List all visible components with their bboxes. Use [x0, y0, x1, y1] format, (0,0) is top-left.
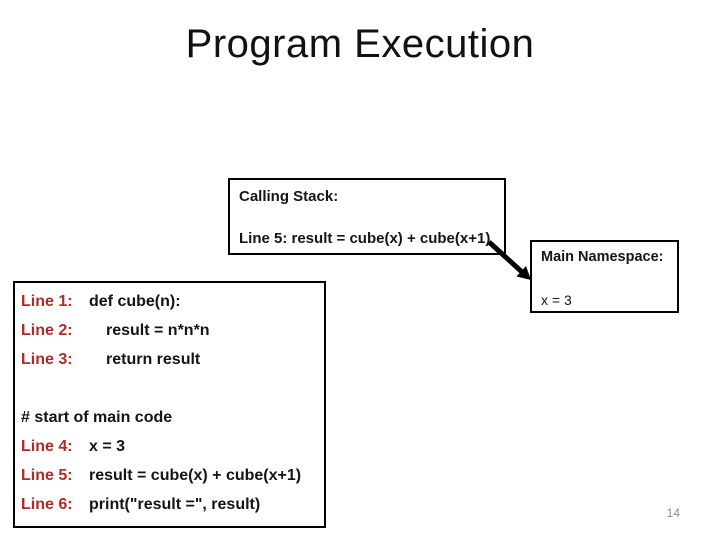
main-namespace-title: Main Namespace:: [541, 249, 664, 265]
line-label: Line 2:: [21, 322, 73, 339]
code-text: def cube(n):: [89, 293, 181, 310]
code-text: print("result =", result): [89, 496, 261, 513]
code-text: x = 3: [89, 438, 126, 455]
code-text: result = n*n*n: [106, 322, 210, 339]
namespace-entry: x = 3: [541, 292, 572, 308]
code-row-comment: # start of main code: [21, 403, 320, 432]
main-namespace-panel: Main Namespace: x = 3: [530, 240, 679, 313]
line-label: Line 4:: [21, 438, 73, 455]
code-row-line5: Line 5: result = cube(x) + cube(x+1): [21, 461, 320, 490]
calling-stack-panel: Calling Stack: Line 5: result = cube(x) …: [228, 178, 506, 255]
line-label: Line 6:: [21, 496, 73, 513]
code-panel: Line 1: def cube(n): Line 2: result = n*…: [13, 281, 326, 528]
calling-stack-entry: Line 5: result = cube(x) + cube(x+1): [239, 230, 491, 247]
code-text: result = cube(x) + cube(x+1): [89, 467, 302, 484]
code-text: return result: [106, 351, 201, 368]
line-label: Line 1:: [21, 293, 73, 310]
arrow-icon: [487, 240, 531, 280]
code-row-line1: Line 1: def cube(n):: [21, 287, 320, 316]
page-number: 14: [666, 506, 680, 520]
code-row-line2: Line 2: result = n*n*n: [21, 316, 320, 345]
calling-stack-title: Calling Stack:: [239, 188, 339, 205]
comment-text: # start of main code: [21, 409, 173, 426]
code-row-blank: [21, 374, 320, 403]
line-label: Line 5:: [21, 467, 73, 484]
code-row-line4: Line 4: x = 3: [21, 432, 320, 461]
line-label: Line 3:: [21, 351, 73, 368]
page-title: Program Execution: [185, 22, 535, 66]
code-row-line6: Line 6: print("result =", result): [21, 490, 320, 519]
code-row-line3: Line 3: return result: [21, 345, 320, 374]
